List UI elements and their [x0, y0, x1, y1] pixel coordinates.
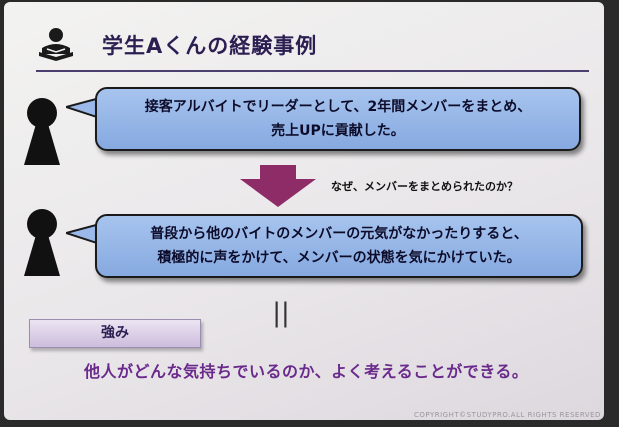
bubble-line-2: 売上UPに貢献した。: [271, 123, 405, 139]
question-text: なぜ、メンバーをまとめられたのか？: [331, 180, 518, 193]
title-row: 学生Aくんの経験事例: [34, 26, 589, 72]
title-divider: [36, 70, 589, 72]
bubble-line-1: 普段から他のバイトのメンバーの元気がなかったりすると、: [150, 226, 528, 242]
speech-bubble-tail: [66, 222, 100, 246]
person-silhouette-icon: [24, 98, 60, 165]
person-silhouette-icon: [24, 209, 60, 276]
speech-bubble-tail: [66, 96, 100, 120]
down-arrow-icon: [240, 165, 316, 207]
reader-icon: [39, 28, 73, 61]
bubble-line-2: 積極的に声をかけて、メンバーの状態を気にかけていた。: [157, 250, 521, 266]
strength-label: 強み: [29, 319, 201, 348]
conclusion-text: 他人がどんな気持ちでいるのか、よく考えることができる。: [84, 362, 529, 381]
slide: 学生Aくんの経験事例 接客アルバイトでリーダーとして、2年間メンバーをまとめ、 …: [4, 2, 604, 420]
speech-bubble-reason: 普段から他のバイトのメンバーの元気がなかったりすると、 積極的に声をかけて、メン…: [95, 214, 583, 278]
speech-bubble-experience: 接客アルバイトでリーダーとして、2年間メンバーをまとめ、 売上UPに貢献した。: [95, 87, 581, 151]
equals-mark: ||: [272, 298, 290, 328]
bubble-line-1: 接客アルバイトでリーダーとして、2年間メンバーをまとめ、: [144, 99, 532, 115]
slide-title: 学生Aくんの経験事例: [102, 34, 318, 58]
copyright-footer: COPYRIGHT©STUDYPRO.ALL RIGHTS RESERVED: [414, 411, 601, 419]
